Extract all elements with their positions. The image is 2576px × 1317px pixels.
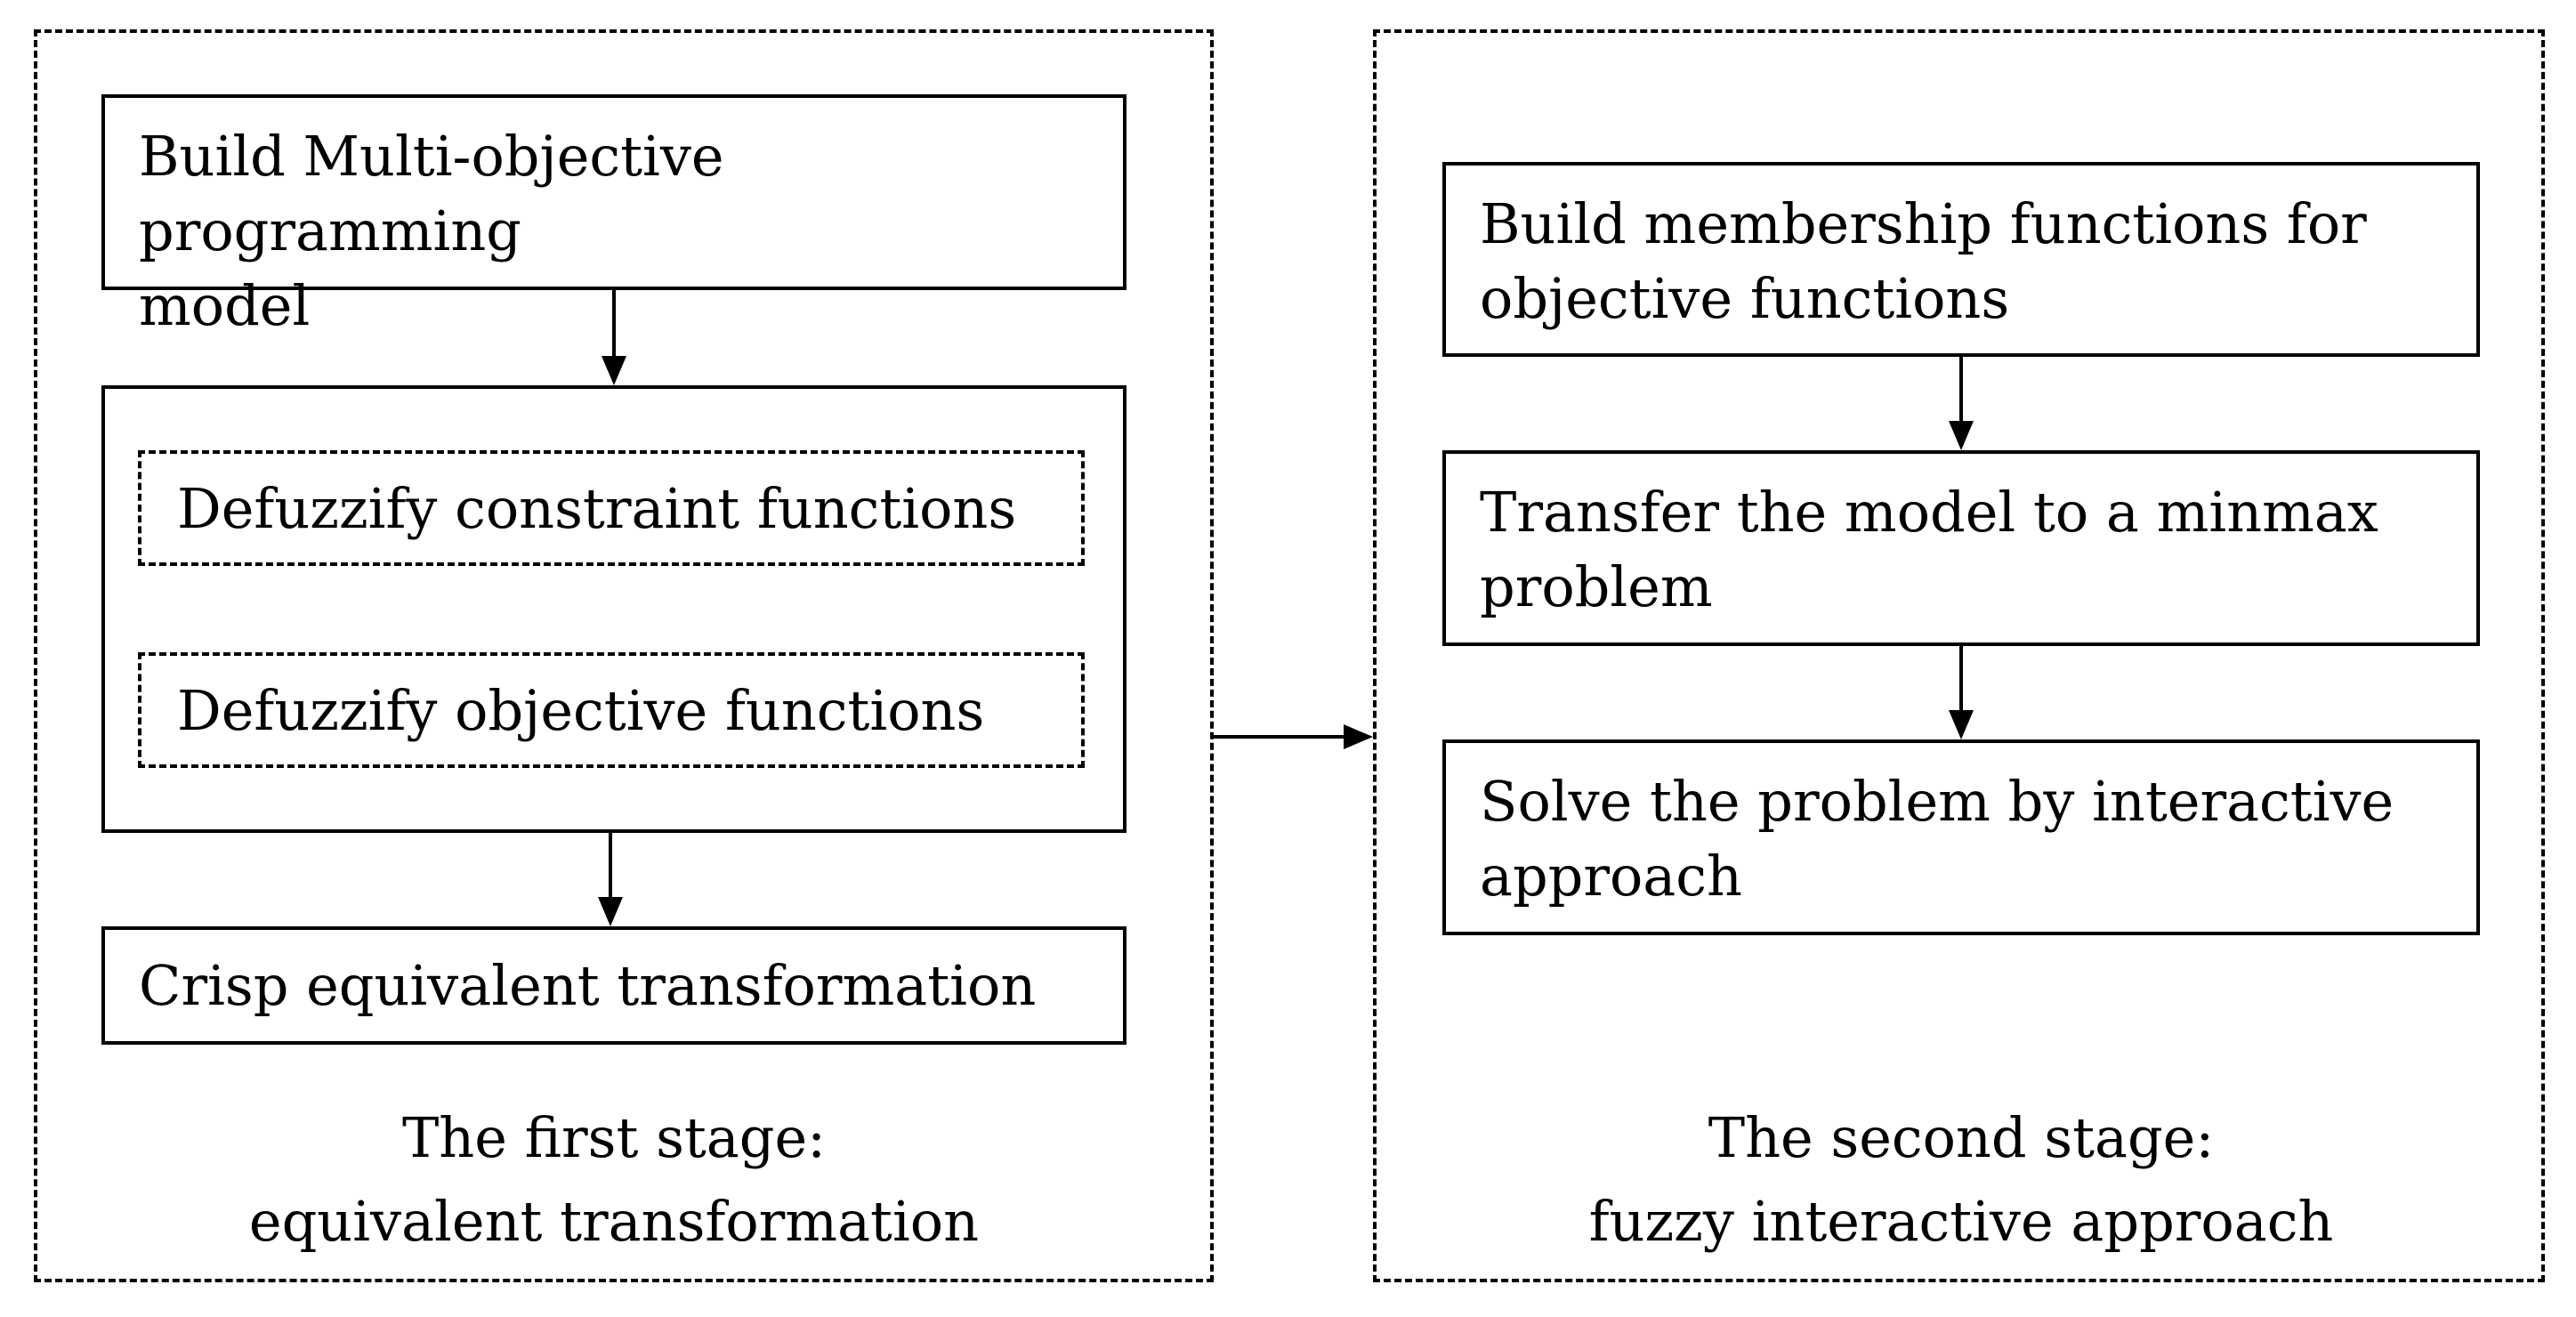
arrow-membership-to-minmax [1949,357,1974,450]
arrow-build-to-defuzzify [602,290,626,385]
interactive-solve-box: Solve the problem by interactive approac… [1442,739,2480,935]
defuzzify-group-box [101,385,1126,833]
defuzzify-constraint-label: Defuzzify constraint functions [177,475,1017,541]
membership-functions-line1: Build membership functions for [1480,191,2367,256]
build-model-box: Build Multi-objective programming model [101,94,1126,338]
stage-two-caption: The second stage: fuzzy interactive appr… [1442,1096,2480,1264]
build-model-line1: Build Multi-objective programming [139,124,724,263]
stage-one-container [34,29,1214,1282]
crisp-transformation-box: Crisp equivalent transformation [101,926,1126,1045]
defuzzify-objective-box: Defuzzify objective functions [138,652,1085,768]
stage-one-caption: The first stage: equivalent transformati… [101,1096,1126,1264]
membership-functions-line2: objective functions [1480,266,2010,331]
minmax-transfer-line2: problem [1480,554,1713,619]
stage-two-container [1373,29,2545,1282]
interactive-solve-line1: Solve the problem by interactive [1480,769,2394,834]
arrow-minmax-to-solve [1949,646,1974,739]
stage-one-caption-line1: The first stage: [401,1105,827,1170]
minmax-transfer-line1: Transfer the model to a minmax [1480,480,2378,545]
defuzzify-constraint-box: Defuzzify constraint functions [138,450,1085,566]
arrow-stage-one-to-stage-two [1214,724,1373,749]
stage-one-caption-line2: equivalent transformation [248,1189,980,1254]
crisp-transformation-label: Crisp equivalent transformation [139,952,1037,1018]
interactive-solve-line2: approach [1480,844,1742,909]
membership-functions-box: Build membership functions for objective… [1442,162,2480,357]
stage-two-caption-line1: The second stage: [1708,1105,2215,1170]
defuzzify-objective-label: Defuzzify objective functions [177,677,985,743]
build-model-line2: model [139,273,311,338]
minmax-transfer-box: Transfer the model to a minmax problem [1442,450,2480,646]
arrow-defuzzify-to-crisp [598,833,623,926]
stage-two-caption-line2: fuzzy interactive approach [1588,1189,2334,1254]
